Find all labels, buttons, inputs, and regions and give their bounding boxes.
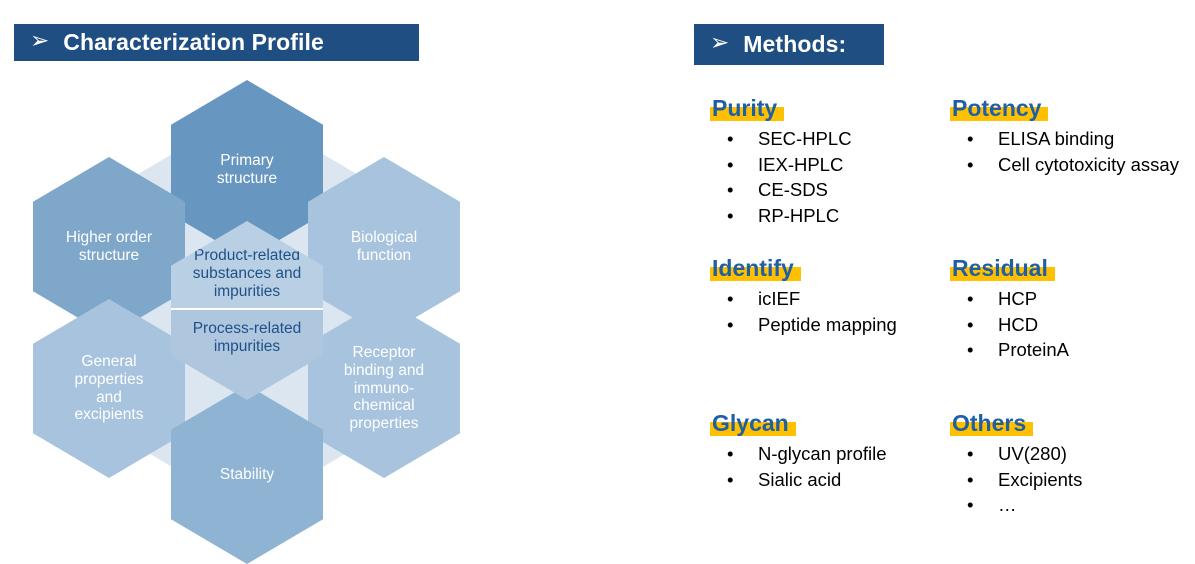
list-item: • ELISA binding <box>950 126 1185 152</box>
list-item-label: Excipients <box>998 468 1083 490</box>
method-block-residual: Residual • HCP • HCD • ProteinA <box>950 256 1185 363</box>
list-item-label: … <box>998 494 1017 516</box>
list-item: • Sialic acid <box>710 467 945 493</box>
methods-grid: Purity • SEC-HPLC • IEX-HPLC • CE-SDS • RP-H… <box>700 96 1180 546</box>
methods-title: Methods: <box>743 31 847 57</box>
hexagon-label: Stability <box>219 465 275 483</box>
method-list-potency: • ELISA binding • Cell cytotoxicity assay <box>950 126 1185 177</box>
method-list-purity: • SEC-HPLC • IEX-HPLC • CE-SDS • RP-HPLC <box>710 126 945 228</box>
method-heading-residual: Residual <box>950 256 1055 282</box>
list-item-label: N-glycan profile <box>758 443 887 465</box>
bullet-icon: • <box>967 339 974 361</box>
list-item: • IEX-HPLC <box>710 152 945 178</box>
bullet-icon: • <box>967 288 974 310</box>
list-item-label: SEC-HPLC <box>758 128 852 150</box>
list-item: • Peptide mapping <box>710 312 945 338</box>
list-item-label: UV(280) <box>998 443 1067 465</box>
bullet-icon: • <box>727 313 734 335</box>
list-item: • RP-HPLC <box>710 203 945 229</box>
hexagon-stability: Stability <box>171 385 323 564</box>
bullet-icon: • <box>727 443 734 465</box>
method-heading-potency: Potency <box>950 96 1049 122</box>
list-item-label: ELISA binding <box>998 128 1115 150</box>
list-item-label: IEX-HPLC <box>758 153 844 175</box>
highlight-bar <box>710 267 801 282</box>
bullet-icon: • <box>967 128 974 150</box>
arrow-bullet-icon: ➢ <box>30 28 50 54</box>
list-item: • HCP <box>950 286 1185 312</box>
list-item: •… <box>950 492 1185 518</box>
highlight-bar <box>950 267 1055 282</box>
list-item-label: icIEF <box>758 288 801 310</box>
highlight-bar <box>710 107 785 122</box>
method-list-others: •UV(280) •Excipients •… <box>950 441 1185 518</box>
list-item-label: RP-HPLC <box>758 204 840 226</box>
bullet-icon: • <box>727 468 734 490</box>
list-item: • ProteinA <box>950 337 1185 363</box>
arrow-bullet-icon: ➢ <box>710 30 730 56</box>
method-block-potency: Potency • ELISA binding • Cell cytotoxicit… <box>950 96 1185 177</box>
list-item-label: HCP <box>998 288 1038 310</box>
method-heading-identify: Identify <box>710 256 801 282</box>
bullet-icon: • <box>727 204 734 226</box>
list-item-label: Peptide mapping <box>758 313 897 335</box>
list-item: • Cell cytotoxicity assay <box>950 152 1185 178</box>
bullet-icon: • <box>727 288 734 310</box>
list-item: • SEC-HPLC <box>710 126 945 152</box>
bullet-icon: • <box>727 128 734 150</box>
hexagon-center-divider <box>171 307 323 310</box>
list-item: • HCD <box>950 312 1185 338</box>
bullet-icon: • <box>727 179 734 201</box>
method-list-glycan: • N-glycan profile • Sialic acid <box>710 441 945 492</box>
method-heading-glycan: Glycan <box>710 411 796 437</box>
method-block-others: Others •UV(280) •Excipients •… <box>950 411 1185 518</box>
highlight-bar <box>950 107 1049 122</box>
methods-title-bar: ➢ Methods: <box>694 24 884 65</box>
characterization-profile-title-bar: ➢ Characterization Profile <box>14 24 419 61</box>
method-heading-purity: Purity <box>710 96 785 122</box>
method-block-purity: Purity • SEC-HPLC • IEX-HPLC • CE-SDS • RP-H… <box>710 96 945 228</box>
method-list-residual: • HCP • HCD • ProteinA <box>950 286 1185 363</box>
method-list-identify: • icIEF • Peptide mapping <box>710 286 945 337</box>
list-item-label: ProteinA <box>998 339 1069 361</box>
list-item-label: Sialic acid <box>758 468 842 490</box>
bullet-icon: • <box>967 313 974 335</box>
method-heading-others: Others <box>950 411 1034 437</box>
method-block-glycan: Glycan • N-glycan profile • Sialic acid <box>710 411 945 492</box>
list-item-label: CE-SDS <box>758 179 828 201</box>
bullet-icon: • <box>967 468 974 490</box>
highlight-bar <box>710 422 796 437</box>
highlight-bar <box>950 422 1034 437</box>
method-block-identify: Identify • icIEF • Peptide mapping <box>710 256 945 337</box>
list-item: • UV(280) <box>950 441 1185 467</box>
bullet-icon: • <box>967 153 974 175</box>
bullet-icon: • <box>967 443 974 465</box>
list-item: • icIEF <box>710 286 945 312</box>
list-item: • N-glycan profile <box>710 441 945 467</box>
characterization-profile-title: Characterization Profile <box>63 29 324 55</box>
bullet-icon: • <box>967 494 974 516</box>
bullet-icon: • <box>727 153 734 175</box>
list-item: • Excipients <box>950 467 1185 493</box>
list-item-label: HCD <box>998 313 1039 335</box>
list-item-label: Cell cytotoxicity assay <box>998 153 1179 175</box>
list-item: • CE-SDS <box>710 177 945 203</box>
